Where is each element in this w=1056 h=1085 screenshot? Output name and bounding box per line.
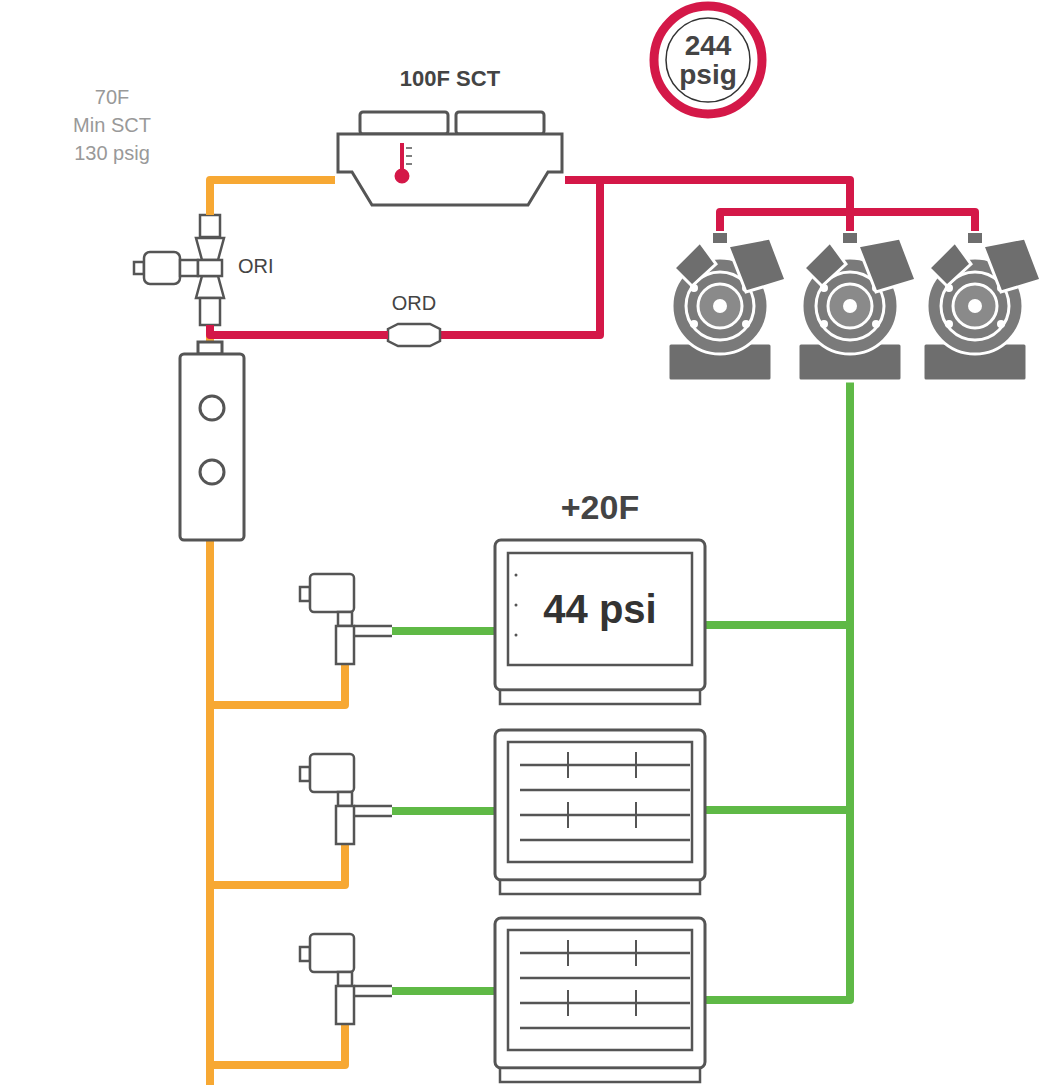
node-text: ORD: [374, 292, 454, 315]
note-label: Min SCT: [62, 114, 162, 137]
ord-valve: [388, 324, 440, 346]
node-text: 244 psig: [668, 31, 748, 90]
ori-valve-node: ORI: [196, 215, 224, 325]
pressure-gauge: [654, 6, 762, 114]
node-text: 100F SCT: [335, 66, 565, 92]
display-case: [495, 540, 705, 1082]
pipe-connector: [210, 180, 335, 215]
ori-valve: [134, 215, 224, 325]
ord-valve-node: ORD: [388, 324, 440, 346]
note-label: 130 psig: [62, 142, 162, 165]
condenser: [338, 112, 562, 205]
pipe-connector: [210, 325, 388, 335]
display-case-node: +20F44 psi: [495, 540, 705, 690]
compressor: [668, 232, 1041, 381]
expansion-valve: [300, 574, 392, 1024]
suction-line: [392, 375, 850, 1000]
note-label: 70F: [62, 86, 162, 109]
pressure-circle: 244 psig: [654, 6, 762, 114]
receiver: [180, 342, 244, 540]
node-text: +20F: [495, 488, 705, 527]
node-text: ORI: [238, 255, 274, 278]
node-text: 44 psi: [508, 553, 692, 665]
condenser-node: 100F SCT: [335, 110, 565, 210]
